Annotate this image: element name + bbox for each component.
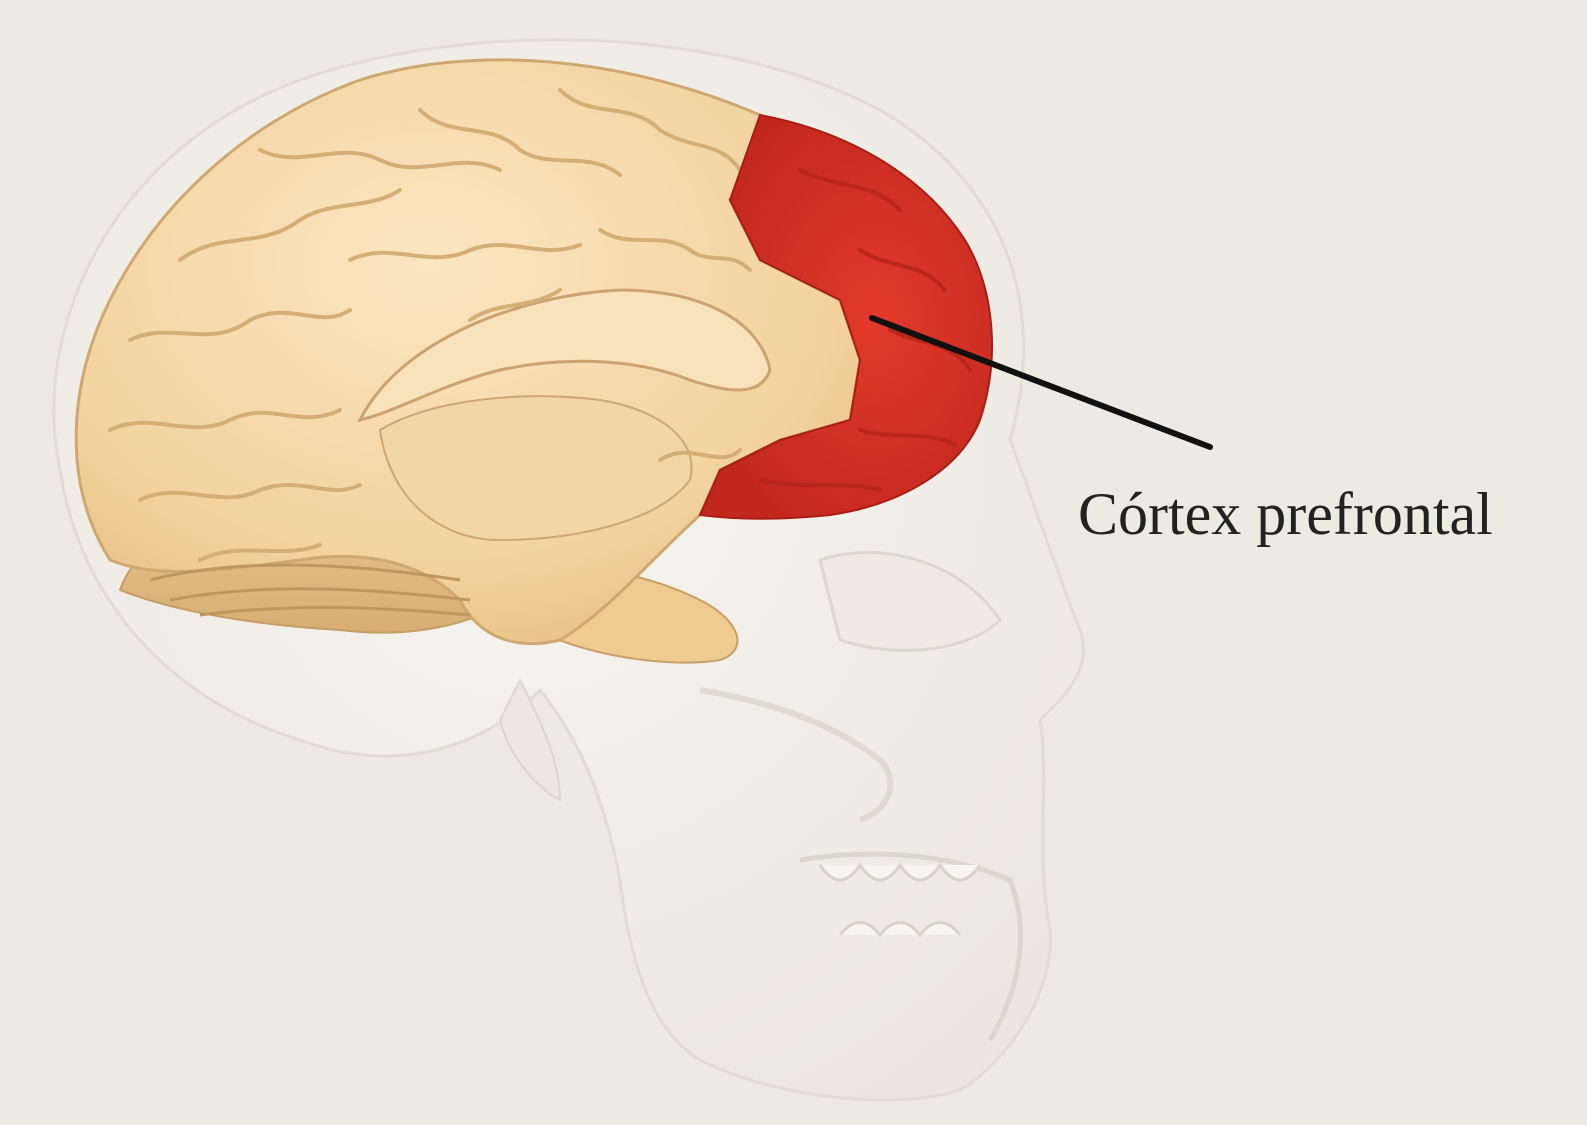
teeth-lower [840,923,960,936]
prefrontal-cortex-label: Córtex prefrontal [1078,474,1493,554]
